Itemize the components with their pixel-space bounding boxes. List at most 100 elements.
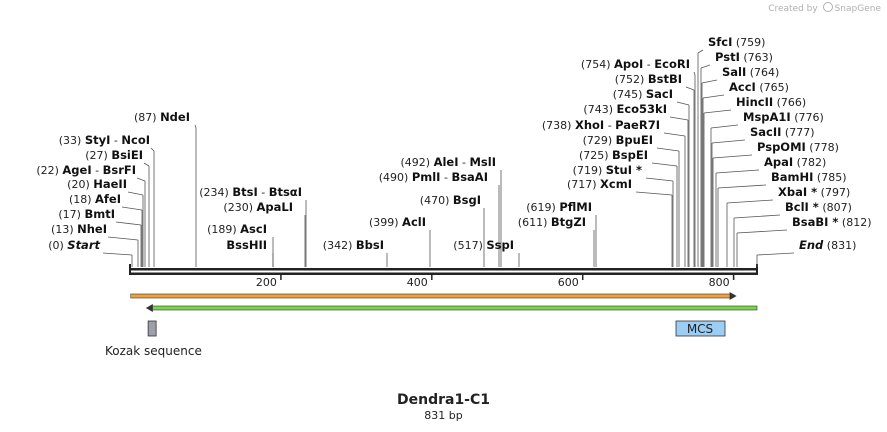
site-label: (33) StyI - NcoI: [59, 133, 150, 147]
site-label: (189) AscI: [207, 222, 267, 236]
site-label: XbaI * (797): [778, 185, 850, 199]
restriction-site: (725) BspEI: [579, 148, 678, 267]
site-label: (234) BtsI - BtsαI: [199, 185, 302, 199]
restriction-site: End (831): [756, 238, 856, 267]
site-label: BsaBI * (812): [792, 215, 872, 229]
site-connector: [700, 64, 711, 69]
credit-text: Created by: [768, 4, 818, 14]
restriction-site: PspOMI (778): [712, 140, 839, 267]
restriction-site: XbaI * (797): [726, 185, 850, 267]
restriction-site: (745) SacI: [613, 87, 690, 267]
restriction-site: (33) StyI - NcoI: [59, 133, 155, 267]
site-label: (717) XcmI: [567, 177, 632, 191]
restriction-site: (399) AclI: [369, 215, 431, 267]
plasmid-name: Dendra1-C1: [396, 392, 491, 408]
site-label: (490) PmlI - BsaAI: [379, 170, 488, 184]
site-label: (230) ApaLI: [223, 200, 293, 214]
restriction-site: (27) BsiEI: [85, 148, 150, 267]
site-label: (738) XhoI - PaeR7I: [542, 118, 660, 132]
credit-brand: SnapGene: [834, 4, 881, 14]
site-label: (729) BpuEI: [583, 133, 653, 147]
site-label: (725) BspEI: [579, 148, 648, 162]
site-label: (342) BbsI: [323, 238, 384, 252]
site-label: PstI (763): [715, 50, 773, 64]
site-connector: [736, 229, 788, 234]
restriction-site: (470) BsgI: [420, 193, 485, 267]
site-label: BclI * (807): [785, 200, 852, 214]
snapgene-credit: Created by SnapGene: [768, 2, 881, 14]
site-label: (754) ApoI - EcoRI: [581, 57, 690, 71]
site-label: (743) Eco53kI: [583, 102, 667, 116]
site-label: (27) BsiEI: [85, 148, 143, 162]
backbone-right-cap: [756, 264, 758, 275]
site-connector: [669, 116, 689, 121]
site-connector: [107, 236, 139, 241]
site-connector: [115, 221, 142, 226]
restriction-site: (517) SspI: [453, 238, 520, 267]
restriction-site: (729) BpuEI: [583, 133, 680, 267]
site-connector: [645, 177, 674, 182]
restriction-site: (189) AscI: [207, 222, 274, 267]
site-connector: [702, 94, 725, 99]
site-label: BamHI (785): [771, 170, 847, 184]
ruler-tick-label: 200: [256, 276, 277, 289]
site-connector: [726, 199, 774, 204]
site-connector: [710, 124, 739, 129]
restriction-site: SfcI (759): [697, 35, 765, 267]
site-connector: [715, 169, 760, 174]
restriction-site: (18) AfeI: [69, 192, 143, 267]
restriction-site: PstI (763): [700, 50, 773, 267]
restriction-site: BclI * (807): [733, 200, 852, 267]
site-label: (611) BtgZI: [518, 215, 586, 229]
restriction-site: (234) BtsI - BtsαI: [199, 185, 307, 267]
site-label: (17) BmtI: [58, 207, 115, 221]
site-connector: [150, 147, 155, 152]
restriction-site: (230) ApaLI: [223, 200, 306, 267]
restriction-site: BsaBI * (812): [736, 215, 872, 267]
site-connector: [127, 191, 144, 196]
restriction-site: (619) PflMI: [526, 200, 597, 267]
site-connector: [143, 162, 150, 167]
site-label: (18) AfeI: [69, 192, 121, 206]
site-label: (87) NdeI: [134, 110, 190, 124]
restriction-site: HincII (766): [703, 95, 806, 267]
site-label: End (831): [799, 238, 856, 252]
site-label: BssHII: [226, 238, 267, 252]
mcs-box: [675, 320, 726, 337]
restriction-site: (717) XcmI: [567, 177, 673, 267]
restriction-site: (754) ApoI - EcoRI: [581, 57, 696, 267]
restriction-site: (0) Start: [48, 238, 133, 267]
site-label: ApaI (782): [764, 155, 826, 169]
backbone-bottom-strand: [130, 272, 757, 275]
restriction-site: SalI (764): [701, 65, 779, 267]
restriction-site: (752) BstBI: [615, 72, 695, 267]
restriction-site: (342) BbsI: [323, 238, 388, 267]
site-label: SfcI (759): [708, 35, 765, 49]
cds-reverse-arrow: [145, 304, 758, 312]
restriction-site: ApaI (782): [715, 155, 826, 267]
site-connector: [717, 184, 767, 189]
backbone-left-cap: [129, 264, 131, 275]
restriction-site: BssHII: [226, 238, 274, 267]
mcs-label: MCS: [687, 322, 713, 336]
cds-forward-arrow: [130, 292, 737, 300]
ruler-tick-label: 400: [407, 276, 428, 289]
snapgene-logo-icon: [822, 2, 833, 12]
site-connector: [733, 214, 781, 219]
site-connector: [697, 49, 704, 54]
site-connector: [102, 252, 133, 256]
ruler-tick-label: 600: [558, 276, 579, 289]
restriction-site: (490) PmlI - BsaAI: [379, 170, 500, 267]
site-label: (517) SspI: [453, 238, 514, 252]
ruler-tick-label: 800: [709, 276, 730, 289]
restriction-site: (87) NdeI: [134, 110, 197, 267]
restriction-site: (492) AleI - MslI: [401, 155, 502, 267]
site-connector: [756, 252, 795, 256]
site-label: (399) AclI: [369, 215, 426, 229]
site-label: (20) HaeII: [67, 177, 127, 191]
site-label: (22) AgeI - BsrFI: [36, 163, 136, 177]
restriction-site: (743) Eco53kI: [583, 102, 689, 267]
site-connector: [676, 101, 690, 106]
restriction-site: (20) HaeII: [67, 177, 144, 267]
